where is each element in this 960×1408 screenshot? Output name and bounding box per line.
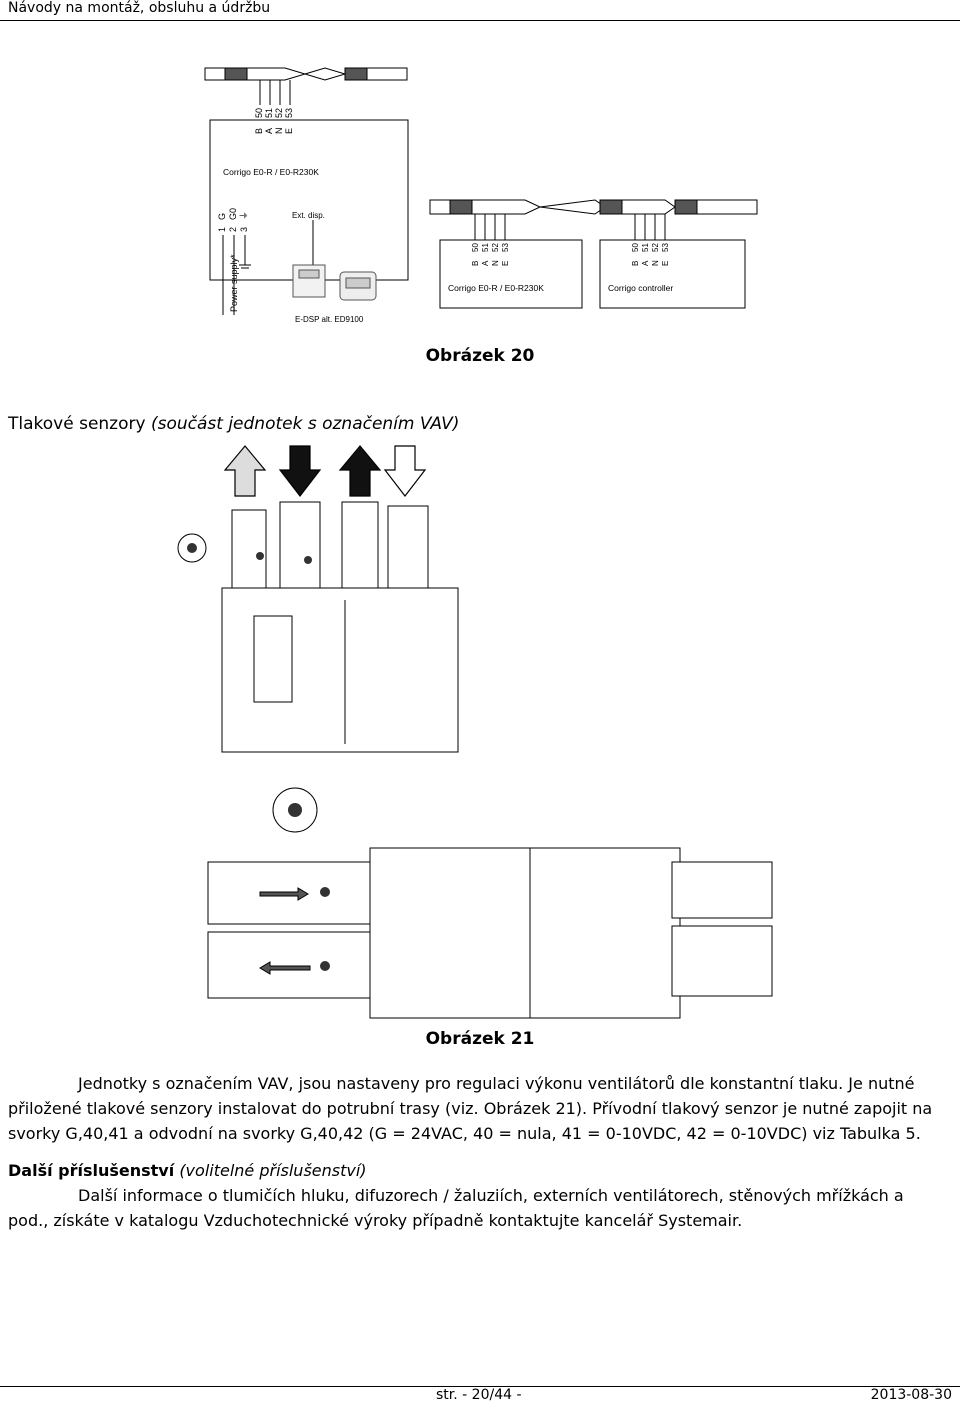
- duct-lower-left: [207, 931, 379, 999]
- arrow-up-hatched-icon: [223, 445, 267, 497]
- svg-text:N: N: [651, 260, 660, 266]
- section-title-italic: (součást jednotek s označením VAV): [150, 414, 460, 434]
- svg-text:A: A: [641, 260, 650, 266]
- header-divider: [0, 20, 960, 21]
- svg-text:53: 53: [501, 243, 510, 252]
- corrigo-box-right-2-label: Corrigo controller: [608, 283, 673, 293]
- accessories-title-bold: Další příslušenství: [8, 1161, 175, 1180]
- svg-text:52: 52: [491, 243, 500, 252]
- top-terminal-labels: 50 51 52 53 B A N E: [254, 108, 294, 134]
- e-dsp-label: E-DSP alt. ED9100: [295, 315, 364, 324]
- accessories-title-italic: (volitelné příslušenství): [179, 1161, 367, 1180]
- cable-right: [429, 199, 758, 240]
- airflow-arrow-icon: [259, 887, 309, 901]
- unit-illustration-bottom: [207, 787, 773, 1019]
- arrow-down-black-icon: [278, 445, 322, 497]
- footer-page-number: str. - 20/44 -: [436, 1387, 522, 1403]
- paragraph-vav: Jednotky s označením VAV, jsou nastaveny…: [8, 1071, 952, 1146]
- svg-text:N: N: [491, 260, 500, 266]
- svg-text:2: 2: [228, 227, 238, 232]
- wiring-diagram-figure-20: 50 51 52 53 B A N E Corrigo E0-R / E0-R2…: [204, 67, 758, 324]
- section-title-text: Tlakové senzory: [8, 414, 146, 434]
- paragraph-line: Další informace o tlumičích hluku, difuz…: [78, 1186, 904, 1205]
- arrow-up-black-icon: [338, 445, 382, 497]
- duct-upper-right: [671, 861, 773, 919]
- paragraph-line: Jednotky s označením VAV, jsou nastaveny…: [78, 1074, 915, 1093]
- paragraph-accessories: Další příslušenství (volitelné příslušen…: [8, 1158, 952, 1233]
- terminal-letter: A: [264, 128, 274, 134]
- display-screen: [345, 277, 371, 289]
- cable-top: [204, 67, 408, 105]
- svg-text:51: 51: [641, 243, 650, 252]
- svg-text:B: B: [631, 261, 640, 266]
- svg-text:E: E: [501, 261, 510, 266]
- duct-connector-3: [341, 501, 379, 589]
- terminal-label: 53: [284, 108, 294, 118]
- terminal-letter: N: [274, 128, 284, 135]
- power-wires: [222, 220, 314, 315]
- svg-text:50: 50: [631, 243, 640, 252]
- unit-panel: [253, 615, 293, 703]
- corrigo-box-right-1: [439, 239, 583, 309]
- right-terminal-labels: 50 51 52 53 B A N E 50 51 52 53 B A N E: [471, 243, 670, 266]
- footer-divider: [0, 1386, 960, 1387]
- accessories-title: Další příslušenství (volitelné příslušen…: [8, 1158, 952, 1183]
- figure-21-caption: Obrázek 21: [425, 1029, 535, 1049]
- paragraph-line: svorky G,40,41 a odvodní na svorky G,40,…: [8, 1124, 921, 1143]
- sensor-center: [288, 803, 302, 817]
- sensor-port: [256, 552, 264, 560]
- svg-text:1: 1: [217, 227, 227, 232]
- arrow-down-white-icon: [383, 445, 427, 497]
- svg-text:G: G: [217, 213, 227, 220]
- duct-lower-right: [671, 925, 773, 997]
- svg-text:⏚: ⏚: [239, 211, 249, 220]
- paragraph-line: pod., získáte v katalogu Vzduchotechnick…: [8, 1211, 743, 1230]
- svg-text:G0: G0: [228, 208, 238, 220]
- duct-connector-1: [231, 509, 267, 589]
- sensor-port: [320, 961, 330, 971]
- unit-module-1: [369, 847, 539, 1019]
- document-header-title: Návody na montáž, obsluhu a údržbu: [8, 0, 271, 16]
- svg-text:E: E: [661, 261, 670, 266]
- svg-text:51: 51: [481, 243, 490, 252]
- figure-20-caption: Obrázek 20: [425, 346, 535, 366]
- unit-illustration-top: [177, 445, 459, 753]
- svg-text:50: 50: [471, 243, 480, 252]
- svg-text:53: 53: [661, 243, 670, 252]
- corrigo-box-left-label: Corrigo E0-R / E0-R230K: [223, 167, 319, 177]
- unit-module-2: [529, 847, 681, 1019]
- sensor-port: [304, 556, 312, 564]
- sensor-center: [187, 543, 197, 553]
- terminal-label: 51: [264, 108, 274, 118]
- footer-date: 2013-08-30: [870, 1387, 952, 1403]
- power-pin-labels: 1 2 3 G G0 ⏚: [217, 208, 249, 232]
- duct-connector-2: [279, 501, 321, 589]
- terminal-label: 50: [254, 108, 264, 118]
- corrigo-box-right-2: [599, 239, 746, 309]
- section-title-pressure-sensors: Tlakové senzory (součást jednotek s ozna…: [8, 414, 459, 434]
- terminal-letter: B: [254, 128, 264, 134]
- power-supply-label: Power supply*: [229, 254, 239, 312]
- ext-disp-label: Ext. disp.: [292, 211, 325, 220]
- paragraph-line: přiložené tlakové senzory instalovat do …: [8, 1099, 933, 1118]
- duct-connector-4: [387, 505, 429, 589]
- airflow-arrow-icon: [259, 961, 311, 975]
- svg-text:3: 3: [239, 227, 249, 232]
- sensor-port: [320, 887, 330, 897]
- svg-text:52: 52: [651, 243, 660, 252]
- display-screen: [298, 269, 320, 279]
- corrigo-box-right-1-label: Corrigo E0-R / E0-R230K: [448, 283, 544, 293]
- corrigo-box-left: [209, 119, 409, 281]
- svg-text:A: A: [481, 260, 490, 266]
- terminal-label: 52: [274, 108, 284, 118]
- svg-text:B: B: [471, 261, 480, 266]
- terminal-letter: E: [284, 128, 294, 134]
